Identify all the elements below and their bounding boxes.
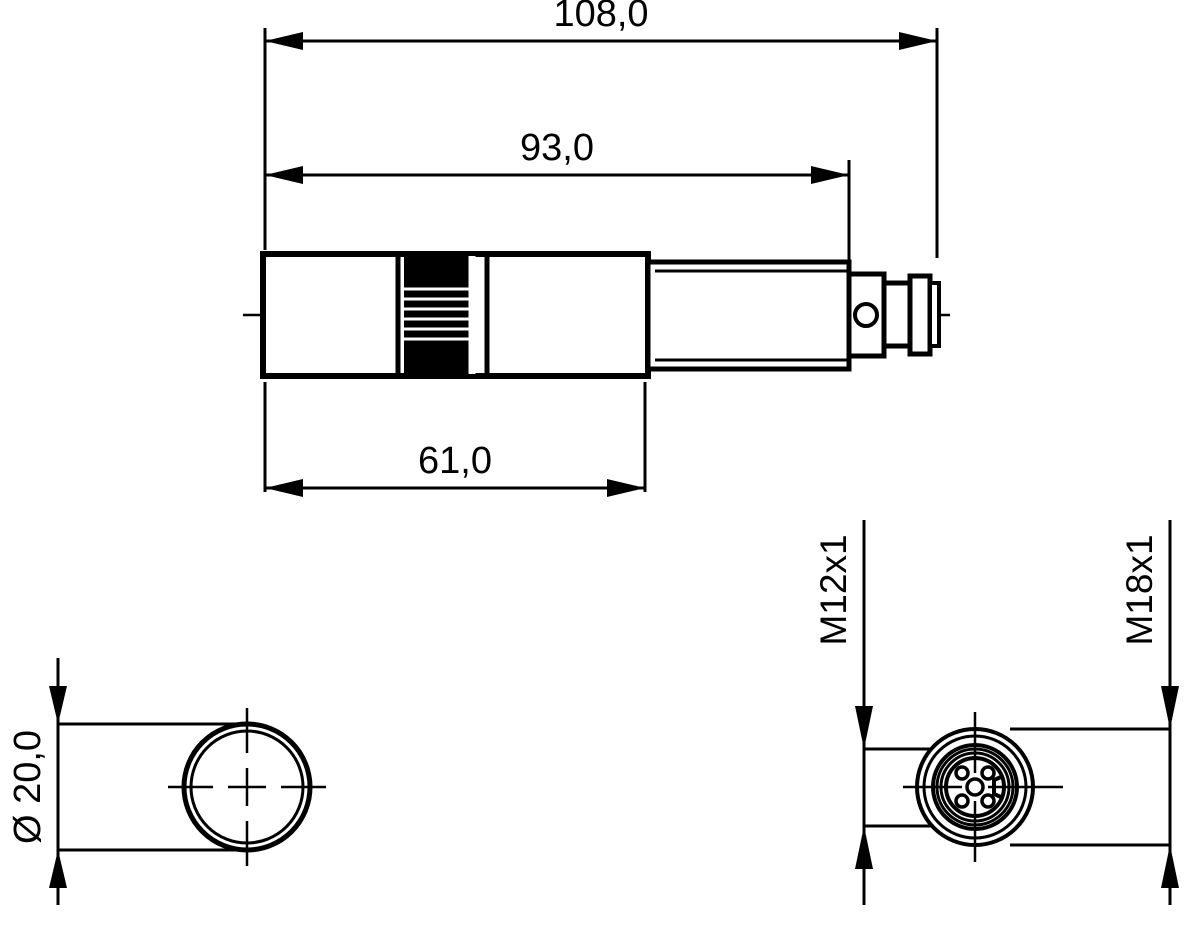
dimension-label-61: 61,0 [418,440,492,482]
m12-collar [907,273,933,357]
arrowhead-right-93 [811,166,849,184]
pin-hole-1 [954,765,970,781]
m18-threaded-section [645,259,852,372]
dimension-label-dia20: Ø 20,0 [7,730,49,844]
m12-connector [881,273,941,357]
m12-neck [881,280,913,349]
knurled-band [395,256,490,374]
arrowhead-m12-lower [855,706,873,749]
arrowhead-right-61 [607,479,645,497]
center-pin [965,777,985,797]
m12-tip [928,281,941,348]
flange-hole-detail [853,302,879,328]
arrowhead-top-dia20 [49,686,67,724]
left-end-centerlines [168,708,326,866]
arrowhead-m18-lower [1161,686,1179,729]
arrowhead-right-108 [899,32,937,50]
pin-hole-3 [954,793,970,809]
dimension-m12-thread: M12x1 [813,520,975,905]
dimension-barrel-length: 61,0 [265,440,645,497]
arrowhead-left-93 [265,166,303,184]
dimension-label-m18: M18x1 [1119,534,1160,645]
arrowhead-left-108 [265,32,303,50]
pin-hole-2 [980,765,996,781]
pin-hole-4 [980,793,996,809]
arrowhead-m12-upper [855,826,873,869]
connector-pin-holes [954,765,996,809]
knurl-fill [404,256,472,374]
dimension-label-93: 93,0 [520,127,594,169]
dimension-barrel-diameter: Ø 20,0 [7,658,240,905]
right-end-view: M12x1 M18x1 [813,520,1179,905]
dimension-label-108: 108,0 [553,0,648,35]
dimension-overall-length: 108,0 [265,0,937,50]
dimension-label-m12: M12x1 [813,534,854,645]
dimension-body-to-flange: 93,0 [265,127,849,184]
arrowhead-left-61 [265,479,303,497]
connector-flange [846,271,887,359]
knurl-thread-stripes [404,287,472,341]
arrowhead-bottom-dia20 [49,850,67,888]
m18-outline [645,259,852,372]
left-end-view: Ø 20,0 [7,658,326,905]
side-view-extension-lines [263,28,939,492]
right-end-centerlines [903,712,1063,862]
side-view: 108,0 93,0 61,0 [243,0,950,497]
arrowhead-m18-upper [1161,845,1179,888]
dimension-m18-thread: M18x1 [1010,520,1179,905]
